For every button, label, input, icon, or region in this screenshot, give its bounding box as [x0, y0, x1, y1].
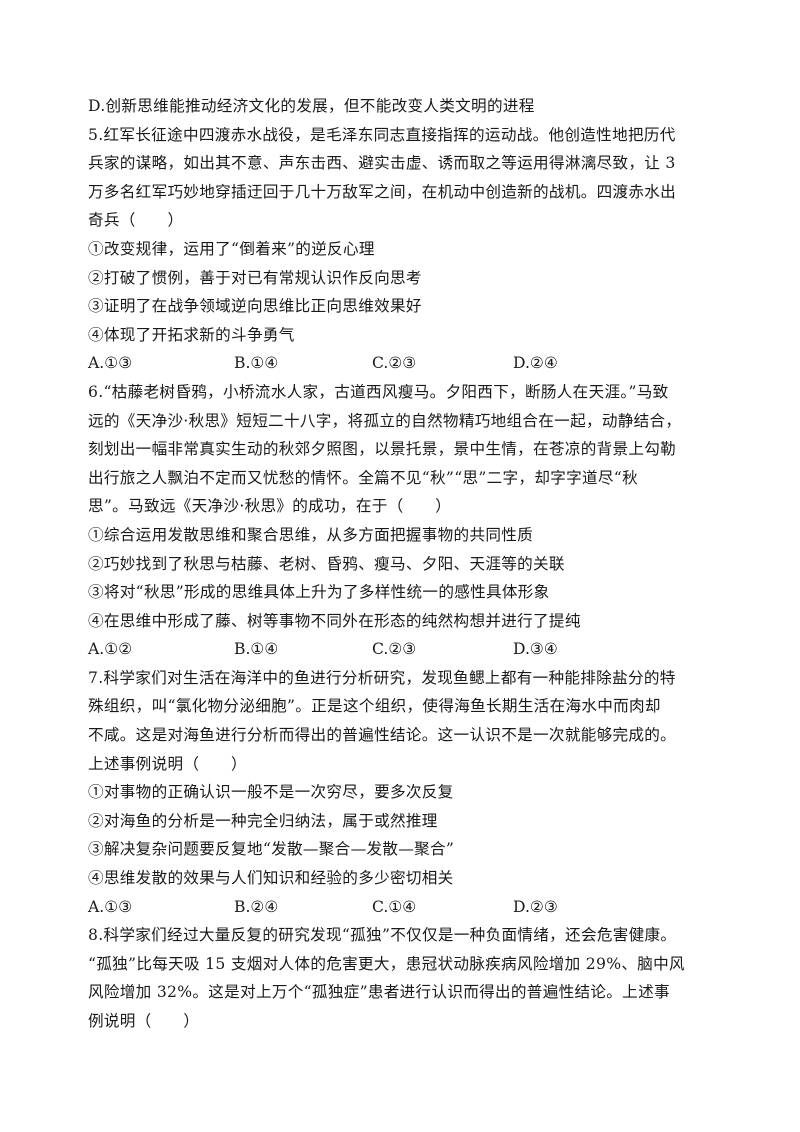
question-5: 5.红军长征途中四渡赤水战役，是毛泽东同志直接指挥的运动战。他创造性地把历代 兵…	[88, 121, 718, 378]
q6-stem-line-5: 思”。马致远《天净沙·秋思》的成功，在于（ ）	[88, 497, 452, 516]
q7-statement-2: ②对海鱼的分析是一种完全归纳法，属于或然推理	[88, 811, 438, 830]
q6-stem-line-2: 远的《天净沙·秋思》短短二十八字，将孤立的自然物精巧地组合在一起，动静结合，	[88, 411, 682, 430]
q6-statement-2: ②巧妙找到了秋思与枯藤、老树、昏鸦、瘦马、夕阳、天涯等的关联	[88, 554, 565, 573]
q5-options: A.①③ B.①④ C.②③ D.②④	[88, 349, 718, 378]
q7-stem-line-3: 不咸。这是对海鱼进行分析而得出的普遍性结论。这一认识不是一次就能够完成的。	[88, 726, 677, 745]
q5-statement-4: ④体现了开拓求新的斗争勇气	[88, 325, 295, 344]
q7-stem-line-4: 上述事例说明（ ）	[88, 754, 247, 773]
q5-option-d[interactable]: D.②④	[513, 354, 558, 373]
q6-option-c[interactable]: C.②③	[372, 640, 417, 659]
q8-stem-line-4: 例说明（ ）	[88, 1012, 200, 1030]
q5-statement-3: ③证明了在战争领域逆向思维比正向思维效果好	[88, 297, 422, 316]
q5-stem-line-4: 奇兵（ ）	[88, 211, 184, 230]
q7-option-b[interactable]: B.②④	[234, 897, 279, 916]
q6-stem-line-4: 出行旅之人飘泊不定而又忧愁的情怀。全篇不见“秋”“思”二字，却字字道尽“秋	[88, 468, 638, 487]
q6-stem-line-1: 6.“枯藤老树昏鸦，小桥流水人家，古道西风瘦马。夕阳西下，断肠人在天涯。”马致	[88, 382, 669, 401]
q6-stem-line-3: 刻划出一幅非常真实生动的秋郊夕照图，以景托景，景中生情，在苍凉的背景上勾勒	[88, 440, 677, 459]
q7-stem-line-1: 7.科学家们对生活在海洋中的鱼进行分析研究，发现鱼鳃上都有一种能排除盐分的特	[88, 668, 676, 687]
q5-option-a[interactable]: A.①③	[88, 354, 133, 373]
q5-stem-line-3: 万多名红军巧妙地穿插迂回于几十万敌军之间，在机动中创造新的战机。四渡赤水出	[88, 182, 677, 201]
q6-statement-4: ④在思维中形成了藤、树等事物不同外在形态的纯然构想并进行了提纯	[88, 611, 581, 630]
question-7: 7.科学家们对生活在海洋中的鱼进行分析研究，发现鱼鳃上都有一种能排除盐分的特 殊…	[88, 664, 718, 921]
q5-statement-2: ②打破了惯例，善于对已有常规认识作反向思考	[88, 268, 422, 287]
q6-option-a[interactable]: A.①②	[88, 640, 133, 659]
q5-statement-1: ①改变规律，运用了“倒着来”的逆反心理	[88, 239, 375, 258]
q7-statement-1: ①对事物的正确认识一般不是一次穷尽，要多次反复	[88, 783, 454, 802]
option-d-line: D.创新思维能推动经济文化的发展，但不能改变人类文明的进程	[88, 97, 535, 115]
q6-options: A.①② B.①④ C.②③ D.③④	[88, 635, 718, 664]
exam-page: D.创新思维能推动经济文化的发展，但不能改变人类文明的进程 5.红军长征途中四渡…	[88, 92, 718, 1036]
q7-statement-3: ③解决复杂问题要反复地“发散—聚合—发散—聚合”	[88, 840, 455, 859]
q8-stem-line-1: 8.科学家们经过大量反复的研究发现“孤独”不仅仅是一种负面情绪，还会危害健康。	[88, 926, 677, 945]
q7-options: A.①③ B.②④ C.①④ D.②③	[88, 893, 718, 922]
question-8: 8.科学家们经过大量反复的研究发现“孤独”不仅仅是一种负面情绪，还会危害健康。 …	[88, 921, 718, 1035]
q6-statement-1: ①综合运用发散思维和聚合思维，从多方面把握事物的共同性质	[88, 525, 534, 544]
q6-statement-3: ③将对“秋思”形成的思维具体上升为了多样性统一的感性具体形象	[88, 583, 550, 602]
q7-statement-4: ④思维发散的效果与人们知识和经验的多少密切相关	[88, 869, 454, 888]
question-6: 6.“枯藤老树昏鸦，小桥流水人家，古道西风瘦马。夕阳西下，断肠人在天涯。”马致 …	[88, 378, 718, 664]
q6-option-b[interactable]: B.①④	[234, 640, 279, 659]
q7-option-d[interactable]: D.②③	[513, 897, 558, 916]
q8-stem-line-2: “孤独”比每天吸 15 支烟对人体的危害更大，患冠状动脉疾病风险增加 29%、脑…	[88, 954, 685, 973]
q5-stem-line-1: 5.红军长征途中四渡赤水战役，是毛泽东同志直接指挥的运动战。他创造性地把历代	[88, 125, 676, 144]
q5-option-c[interactable]: C.②③	[372, 354, 417, 373]
q5-option-b[interactable]: B.①④	[234, 354, 279, 373]
q7-option-a[interactable]: A.①③	[88, 897, 133, 916]
q8-stem-line-3: 风险增加 32%。这是对上万个“孤独症”患者进行认识而得出的普遍性结论。上述事	[88, 983, 670, 1002]
q6-option-d[interactable]: D.③④	[513, 640, 558, 659]
q5-stem-line-2: 兵家的谋略，如出其不意、声东击西、避实击虚、诱而取之等运用得淋漓尽致，让 3	[88, 154, 676, 173]
q7-option-c[interactable]: C.①④	[372, 897, 417, 916]
q7-stem-line-2: 殊组织，叫“氯化物分泌细胞”。正是这个组织，使得海鱼长期生活在海水中而肉却	[88, 697, 661, 716]
